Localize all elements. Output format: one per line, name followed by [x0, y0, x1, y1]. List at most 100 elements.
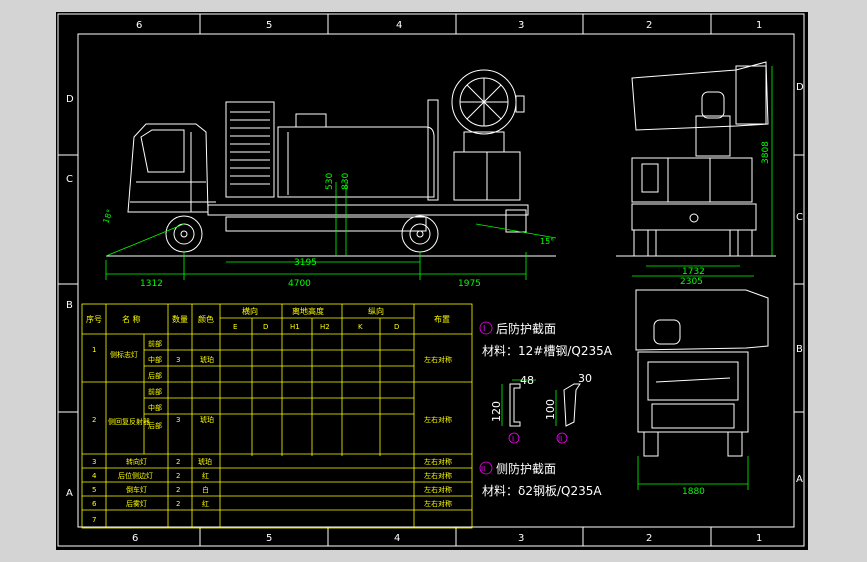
zone-label-top: 4 — [396, 20, 402, 31]
th-longitudinal: 纵向 — [368, 306, 384, 316]
th-sub: D — [394, 323, 399, 331]
rear-guard-marker: I — [483, 324, 485, 333]
dim-width-rear: 2305 — [680, 277, 703, 287]
zone-label-bottom: 2 — [646, 533, 652, 544]
th-lateral: 横向 — [242, 306, 258, 316]
row-sub: 中部 — [148, 403, 162, 412]
th-sub: H2 — [320, 323, 330, 331]
row-sub: 前部 — [148, 387, 162, 396]
row-qty: 3 — [176, 416, 180, 424]
zone-label-bottom: 1 — [756, 533, 762, 544]
cad-viewport[interactable]: 6 5 4 3 2 1 6 5 4 3 2 1 D C B A D C B A — [56, 12, 808, 550]
dim-height: 3808 — [761, 141, 771, 164]
dim-front-overhang: 1312 — [140, 279, 163, 289]
dim-h1: 530 — [325, 173, 335, 190]
th-name: 名 称 — [122, 314, 141, 324]
row-no: 1 — [92, 346, 96, 354]
louvres — [230, 111, 270, 185]
zone-label-top: 1 — [756, 20, 762, 31]
dim-width-front: 1880 — [682, 487, 705, 497]
th-qty: 数量 — [172, 314, 188, 324]
section2-height: 100 — [544, 399, 557, 420]
row-name: 侧标志灯 — [110, 350, 138, 359]
row-no: 5 — [92, 486, 96, 494]
zone-label-bottom: 4 — [394, 533, 400, 544]
bottom-zone-ruler: 6 5 4 3 2 1 — [132, 527, 762, 546]
row-no: 6 — [92, 500, 97, 508]
zone-label-left: B — [66, 300, 73, 311]
row-no: 7 — [92, 516, 96, 524]
th-sub: H1 — [290, 323, 300, 331]
row-sub: 后部 — [148, 421, 162, 430]
dim-inner: 3195 — [294, 258, 317, 268]
row-color: 琥珀 — [200, 355, 214, 364]
row-name: 转向灯 — [126, 457, 147, 466]
zone-label-bottom: 3 — [518, 533, 524, 544]
row-sub: 后部 — [148, 371, 162, 380]
guard-notes: I 后防护截面 材料：12#槽钢/Q235A 48 120 I 30 100 I… — [479, 321, 613, 498]
row-qty: 2 — [176, 486, 180, 494]
section2-width: 30 — [578, 372, 592, 385]
zone-label-right: B — [796, 344, 803, 355]
row-name: 倒车灯 — [126, 485, 147, 494]
dim-angle-rear: 15° — [540, 237, 554, 246]
dim-track: 1732 — [682, 267, 705, 277]
th-layout: 布置 — [434, 314, 450, 324]
row-layout: 左右对称 — [424, 415, 452, 424]
row-qty: 3 — [176, 356, 180, 364]
row-color: 琥珀 — [200, 415, 214, 424]
side-zone-rulers: D C B A D C B A — [58, 82, 804, 499]
zone-label-bottom: 6 — [132, 533, 138, 544]
row-no: 4 — [92, 472, 97, 480]
zone-label-bottom: 5 — [266, 533, 272, 544]
th-sub: E — [233, 323, 237, 331]
th-height: 离地高度 — [292, 306, 324, 316]
row-color: 红 — [202, 499, 209, 508]
zone-label-left: C — [66, 174, 73, 185]
row-qty: 2 — [176, 472, 180, 480]
row-layout: 左右对称 — [424, 485, 452, 494]
section2-label: II — [558, 435, 562, 443]
row-layout: 左右对称 — [424, 499, 452, 508]
row-no: 2 — [92, 416, 96, 424]
dim-wheelbase: 4700 — [288, 279, 311, 289]
row-qty: 2 — [176, 458, 180, 466]
section1-width: 48 — [520, 374, 534, 387]
rear-guard-material: 材料：12#槽钢/Q235A — [482, 344, 613, 358]
zone-label-top: 5 — [266, 20, 272, 31]
truck-rear-view — [616, 61, 776, 257]
drawing-canvas[interactable]: 6 5 4 3 2 1 6 5 4 3 2 1 D C B A D C B A — [56, 12, 808, 550]
row-name: 后位侧边灯 — [118, 471, 153, 480]
side-guard-marker: II — [481, 465, 485, 473]
side-guard-title: 侧防护截面 — [496, 461, 556, 476]
rear-view-dimensions: 3808 1732 2305 — [632, 66, 773, 287]
th-color: 颜色 — [198, 314, 214, 324]
zone-label-right: A — [796, 474, 803, 485]
row-layout: 左右对称 — [424, 457, 452, 466]
zone-label-top: 2 — [646, 20, 652, 31]
lighting-table: 序号 名 称 数量 颜色 横向 离地高度 纵向 布置 E D H1 H2 K D… — [81, 303, 473, 529]
zone-label-top: 6 — [136, 20, 142, 31]
row-sub: 前部 — [148, 339, 162, 348]
section1-height: 120 — [490, 401, 503, 422]
th-no: 序号 — [86, 314, 102, 324]
row-name: 侧回复反射器 — [108, 417, 150, 426]
drawing-frame — [77, 33, 795, 528]
truck-front-view — [635, 289, 769, 457]
top-zone-ruler: 6 5 4 3 2 1 — [136, 14, 762, 34]
th-sub: K — [358, 323, 363, 331]
row-color: 红 — [202, 471, 209, 480]
truck-side-view — [106, 69, 556, 257]
sheet-border — [57, 13, 805, 547]
zone-label-left: D — [66, 94, 74, 105]
row-no: 3 — [92, 458, 96, 466]
dim-angle-front: 18° — [101, 208, 114, 224]
zone-label-right: D — [796, 82, 804, 93]
row-color: 琥珀 — [198, 457, 212, 466]
zone-label-left: A — [66, 488, 73, 499]
row-layout: 左右对称 — [424, 471, 452, 480]
zone-label-top: 3 — [518, 20, 524, 31]
th-sub: D — [263, 323, 268, 331]
row-layout: 左右对称 — [424, 355, 452, 364]
side-guard-material: 材料：δ2钢板/Q235A — [482, 484, 602, 498]
